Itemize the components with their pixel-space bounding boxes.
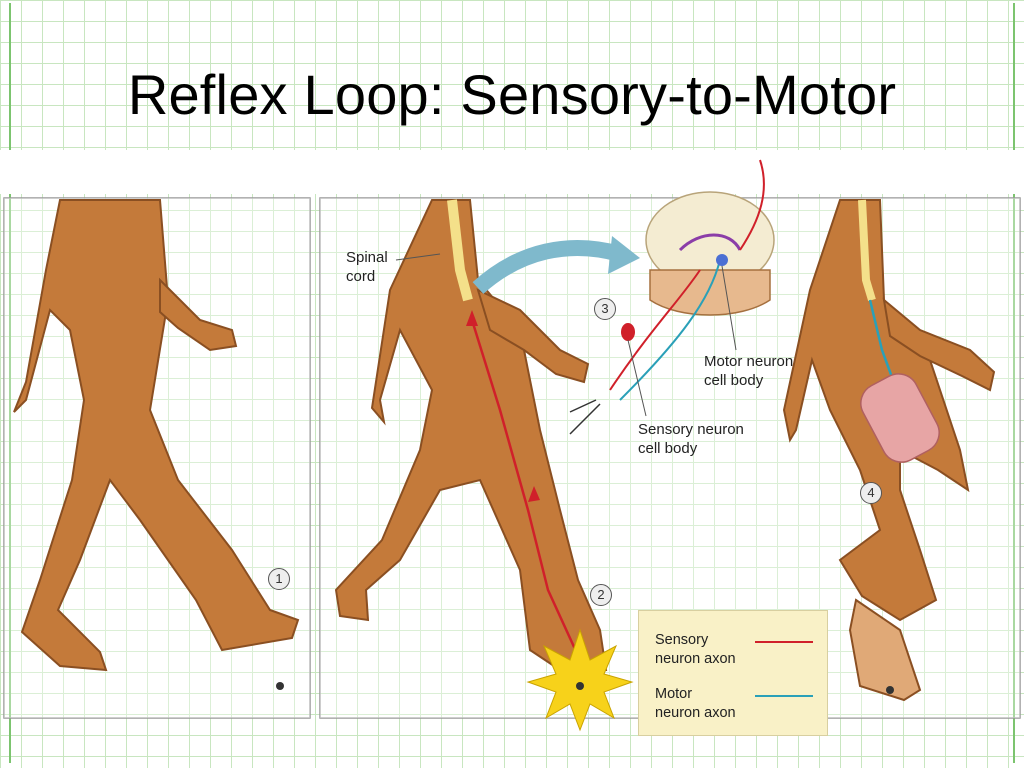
leader-sensory-neuron [627,339,647,417]
step-badge-2: 2 [590,584,612,606]
legend-motor-label: Motor neuron axon [655,686,736,721]
panel-1-border [3,197,311,719]
nerve-arrow-2 [569,403,601,435]
sensory-arrow-head [466,310,478,326]
label-spinal-cord: Spinal cord [346,249,388,285]
tack-icon-fig1 [276,682,284,690]
spinal-cord-fig2 [447,199,473,302]
step-badge-4: 4 [860,482,882,504]
spinal-cord-fig4 [858,199,876,302]
sensory-cell-body-dot [621,323,635,341]
legend-sensory-label: Sensory neuron axon [655,632,736,667]
zoom-arrow-body [472,240,623,295]
tack-icon-fig4 [886,686,894,694]
sensory-arrow-head-lower [528,486,540,502]
slide-frame [9,3,1015,763]
legend-motor-swatch [755,695,813,697]
nerve-arrow-1 [569,399,597,413]
leader-motor-neuron [721,265,737,351]
quadriceps-muscle [860,373,940,463]
figure-top-strip [0,150,1024,194]
label-motor-neuron-cell-body: Motor neuron cell body [704,353,794,389]
person-1 [13,199,300,672]
slide-title: Reflex Loop: Sensory-to-Motor [127,63,897,126]
zoom-arrow-head [608,236,640,274]
motor-cell-body-dot [716,254,728,266]
pain-burst [526,628,634,732]
leader-spinal-cord [395,253,441,261]
spinal-cross-section [609,159,775,401]
sensory-axon-path [470,319,582,661]
legend: Sensory neuron axon Motor neuron axon [638,610,828,736]
reflex-figure: Spinal cord Motor neuron cell body Senso… [0,150,1024,750]
step-badge-3: 3 [594,298,616,320]
legend-sensory-swatch [755,641,813,643]
label-sensory-neuron-cell-body: Sensory neuron cell body [638,421,744,457]
reflex-illustration [3,159,1021,732]
step-badge-1: 1 [268,568,290,590]
tack-icon [576,682,584,690]
